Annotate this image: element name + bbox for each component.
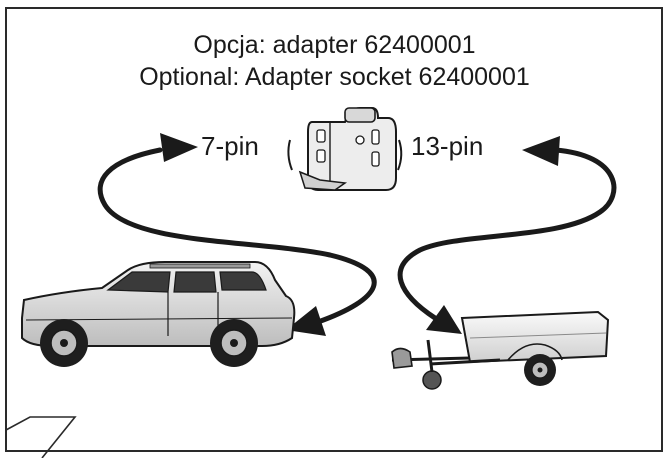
- left-cable-arrowhead-car: [286, 306, 326, 336]
- label-13-pin: 13-pin: [411, 131, 484, 161]
- page-border: [5, 7, 663, 452]
- right-cable: [397, 147, 617, 321]
- car-illustration: [21, 261, 296, 367]
- adapter-socket-illustration: [287, 107, 403, 191]
- trailer-coupling: [391, 347, 413, 369]
- jockey-wheel: [422, 370, 442, 390]
- right-cable-arrowhead-top: [522, 136, 560, 166]
- title-line-english: Optional: Adapter socket 62400001: [139, 63, 530, 91]
- corner-fold-mark: [5, 416, 77, 458]
- left-cable: [97, 147, 377, 325]
- trailer-illustration: [391, 310, 610, 390]
- right-cable-arrowhead-trailer: [426, 305, 462, 334]
- title-line-polish: Opcja: adapter 62400001: [193, 31, 476, 59]
- left-cable-arrowhead-top: [160, 133, 198, 162]
- label-7-pin: 7-pin: [201, 131, 259, 161]
